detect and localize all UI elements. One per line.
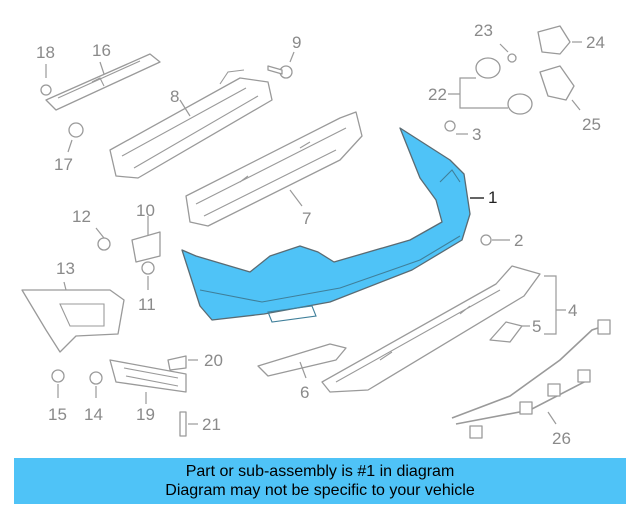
callout-13[interactable]: 13 [56, 259, 75, 278]
callout-10[interactable]: 10 [136, 201, 155, 220]
callout-12[interactable]: 12 [72, 207, 91, 226]
callout-19[interactable]: 19 [136, 405, 155, 424]
part-4-valance[interactable] [321, 265, 541, 393]
info-banner: Part or sub-assembly is #1 in diagram Di… [14, 458, 626, 504]
banner-line-2: Diagram may not be specific to your vehi… [165, 482, 475, 499]
part-8-absorber[interactable] [109, 69, 273, 179]
part-6-reflector[interactable] [257, 343, 347, 377]
callout-24[interactable]: 24 [586, 33, 605, 52]
part-10-bracket[interactable] [131, 231, 161, 263]
callout-20[interactable]: 20 [204, 351, 223, 370]
part-5-bracket[interactable] [489, 321, 523, 343]
part-19-block[interactable] [109, 359, 187, 393]
part-22-sensors[interactable] [448, 57, 533, 115]
callout-16[interactable]: 16 [92, 41, 111, 60]
callout-3[interactable]: 3 [472, 125, 481, 144]
part-7-beam[interactable] [185, 111, 363, 227]
callout-4[interactable]: 4 [568, 301, 577, 320]
leader-lines [45, 41, 582, 425]
callout-23[interactable]: 23 [474, 21, 493, 40]
callout-8[interactable]: 8 [170, 87, 179, 106]
callout-11[interactable]: 11 [138, 295, 156, 314]
part-20-clip[interactable] [167, 355, 187, 371]
callout-25[interactable]: 25 [582, 115, 601, 134]
banner-line-1: Part or sub-assembly is #1 in diagram [185, 463, 455, 480]
callout-18[interactable]: 18 [36, 43, 55, 62]
callout-1[interactable]: 1 [488, 188, 497, 207]
callout-15[interactable]: 15 [48, 405, 67, 424]
part-25-bracket[interactable] [539, 65, 575, 101]
callout-22[interactable]: 22 [428, 85, 447, 104]
callout-17[interactable]: 17 [54, 155, 73, 174]
part-24-bracket[interactable] [537, 25, 571, 55]
part-1-bumper-cover[interactable] [181, 127, 471, 323]
callout-6[interactable]: 6 [300, 383, 309, 402]
part-26-harness[interactable] [451, 319, 611, 439]
callout-2[interactable]: 2 [514, 231, 523, 250]
callout-7[interactable]: 7 [302, 209, 311, 228]
callout-5[interactable]: 5 [532, 317, 541, 336]
parts-diagram: 1 2 3 4 5 6 7 8 9 10 11 12 13 14 15 16 1… [21, 21, 611, 448]
part-16-reinforcement[interactable] [45, 53, 161, 111]
callout-9[interactable]: 9 [292, 33, 301, 52]
callout-26[interactable]: 26 [552, 429, 571, 448]
callout-21[interactable]: 21 [202, 415, 221, 434]
callout-14[interactable]: 14 [84, 405, 103, 424]
part-13-side-bracket[interactable] [21, 289, 125, 353]
fasteners [40, 53, 517, 437]
callout-labels: 1 2 3 4 5 6 7 8 9 10 11 12 13 14 15 16 1… [36, 21, 605, 448]
